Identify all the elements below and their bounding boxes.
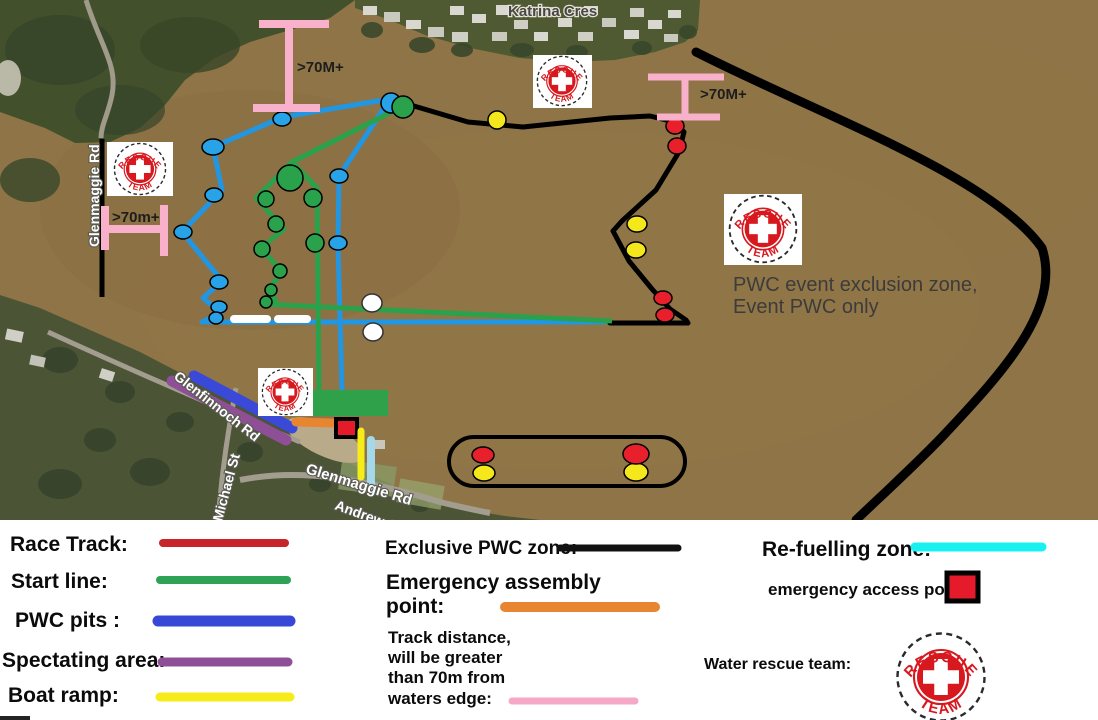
legend-boat-ramp-label: Boat ramp: (8, 684, 119, 707)
white-start-bar (274, 315, 311, 323)
shore-band-north (355, 0, 700, 62)
road-label-katrina-cres: Katrina Cres (508, 3, 597, 20)
legend-pwc-pits-label: PWC pits : (15, 609, 120, 632)
start-area-rect (312, 390, 388, 416)
road-label-glenmaggie-left: Glenmaggie Rd (86, 144, 102, 247)
exclusion-note-line1: PWC event exclusion zone, (733, 274, 978, 296)
houses-north-shore (363, 5, 681, 42)
rescue-team-badge (536, 55, 588, 107)
distance-marker-top (253, 20, 329, 112)
white-buoy (361, 293, 383, 313)
rescue-team-badge-legend (896, 632, 986, 720)
road-glenmaggie-bottom (239, 471, 491, 516)
legend-access-swatch (944, 570, 981, 604)
legend-assembly-label-line1: Emergency assembly (386, 571, 601, 594)
legend-exclusive-label: Exclusive PWC zone: (385, 538, 577, 559)
exclusive-pwc-zone-boundary (394, 98, 691, 326)
legend: Race Track: Start line: PWC pits : Spect… (0, 520, 1098, 720)
edge-artifact (0, 716, 30, 720)
forest-road (83, 0, 116, 139)
white-start-bar (230, 315, 271, 323)
rescue-team-badge (261, 368, 309, 416)
legend-track-distance-line3: than 70m from (388, 668, 505, 687)
map-area: >70M+ >70m+ >70M+ PWC event exclusion zo… (0, 0, 1098, 535)
white-buoy (362, 322, 384, 342)
distance-marker-left (101, 205, 168, 256)
legend-spectating-label: Spectating area: (2, 649, 165, 672)
spectating-area-line (166, 375, 292, 446)
legend-track-distance-line2: will be greater (387, 648, 503, 667)
holding-area-oval (447, 435, 687, 488)
yellow-buoys (472, 110, 649, 482)
rescue-team-badge (728, 194, 798, 264)
emergency-access-square (334, 417, 359, 439)
emergency-assembly-line (291, 417, 337, 428)
green-buoys (253, 95, 415, 309)
distance-label-top: >70M+ (297, 59, 344, 76)
trees-north-shore (361, 22, 697, 59)
trees-left-shore (0, 158, 60, 202)
distance-marker-right (648, 73, 724, 121)
distance-label-right: >70M+ (700, 86, 747, 103)
legend-track-distance-line4: waters edge: (387, 689, 492, 708)
pwc-pits-line (188, 370, 298, 434)
legend-track-distance-line1: Track distance, (388, 628, 511, 647)
blue-course-line-vertical (335, 97, 393, 391)
red-buoys (471, 117, 687, 465)
legend-assembly-label-line2: point: (386, 595, 444, 618)
blue-buoys (173, 92, 402, 325)
exclusive-pwc-zone-arc (691, 47, 1051, 525)
legend-access-label: emergency access point: (768, 580, 971, 599)
trees (75, 85, 165, 135)
houses-south-west (4, 328, 385, 449)
exclusion-note-line2: Event PWC only (733, 296, 879, 318)
legend-race-track-label: Race Track: (10, 533, 128, 556)
legend-start-line-label: Start line: (11, 570, 108, 593)
distance-label-left: >70m+ (112, 209, 160, 226)
legend-refuel-label: Re-fuelling zone: (762, 538, 931, 561)
trees (5, 15, 115, 85)
trees (140, 17, 240, 73)
legend-rescue-label: Water rescue team: (704, 656, 851, 673)
rescue-team-badge (113, 142, 167, 196)
beach-ramp-area (286, 417, 364, 463)
clearing (0, 60, 21, 96)
